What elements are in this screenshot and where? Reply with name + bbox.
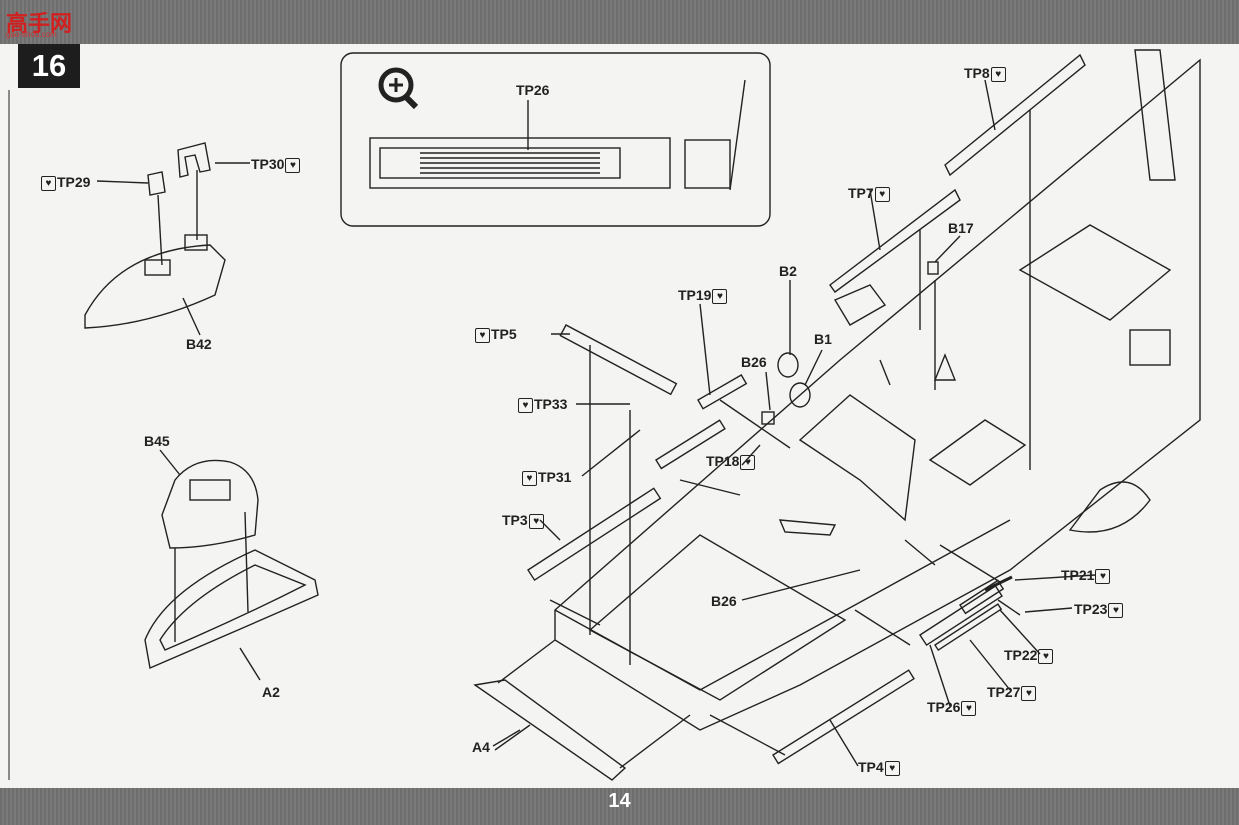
heart-icon: ♥	[41, 175, 56, 191]
railing-tp27	[934, 603, 1003, 652]
label-tp27: TP27♥	[987, 684, 1037, 701]
binding-edge	[8, 90, 10, 780]
label-b26-lower: B26	[711, 593, 737, 609]
label-b2: B2	[779, 263, 797, 279]
railing-tp21	[984, 575, 1013, 592]
superstructure	[798, 394, 916, 522]
boat-part	[833, 284, 887, 326]
label-b26-upper: B26	[741, 354, 767, 370]
railing-tp26	[919, 585, 1003, 647]
strip-tp7	[829, 188, 961, 293]
zoom-in-icon	[378, 67, 414, 103]
label-tp21: TP21♥	[1061, 567, 1111, 584]
heart-icon: ♥	[961, 700, 977, 716]
railing-tp3	[527, 487, 662, 582]
part-tp30	[177, 142, 211, 178]
railing-tp4	[772, 669, 915, 765]
label-b17: B17	[948, 220, 974, 236]
heart-icon: ♥	[285, 157, 301, 173]
heart-icon: ♥	[1021, 685, 1037, 701]
heart-icon: ♥	[874, 186, 890, 202]
zoom-in-handle	[403, 94, 419, 110]
part-tp29	[147, 171, 166, 196]
step-number: 16	[18, 44, 80, 88]
heart-icon: ♥	[518, 397, 533, 413]
heart-icon: ♥	[522, 470, 537, 486]
railing-tp5	[559, 324, 678, 396]
stack-block	[1018, 224, 1172, 321]
boat-b42	[84, 244, 226, 329]
part-b17	[927, 261, 939, 275]
part-b2	[777, 352, 799, 378]
label-tp26: TP26♥	[927, 699, 977, 716]
railing-tp23	[997, 599, 1021, 616]
inset-part	[369, 137, 671, 189]
strip-tp8	[944, 53, 1086, 177]
watermark-logo: 高手网	[6, 11, 73, 36]
heart-icon: ♥	[884, 760, 900, 776]
label-b1: B1	[814, 331, 832, 347]
warning-triangle	[933, 353, 957, 381]
deck-panel	[588, 534, 847, 701]
inset-detail-box	[340, 52, 771, 227]
label-a2: A2	[262, 684, 280, 700]
top-bar	[0, 0, 1239, 44]
label-tp19: TP19♥	[678, 287, 728, 304]
part-b1	[789, 382, 811, 408]
heart-icon: ♥	[740, 454, 756, 470]
heart-icon: ♥	[712, 288, 728, 304]
heart-icon: ♥	[1038, 648, 1054, 664]
label-tp23: TP23♥	[1074, 601, 1124, 618]
label-tp18: TP18♥	[706, 453, 756, 470]
railing-tp19	[697, 374, 748, 410]
heart-icon: ♥	[475, 327, 490, 343]
ramp-a4	[473, 679, 627, 781]
label-tp8: TP8♥	[964, 65, 1007, 82]
small-boat-deck	[928, 419, 1027, 486]
deck-slot	[778, 519, 837, 536]
label-a4: A4	[472, 739, 490, 755]
label-tp22: TP22♥	[1004, 647, 1054, 664]
railing-tp22	[959, 579, 1005, 615]
ship-hull	[554, 58, 1201, 731]
inset-label-tp26: TP26	[516, 82, 550, 98]
heart-icon: ♥	[990, 66, 1006, 82]
heart-icon: ♥	[1108, 602, 1124, 618]
bottom-bar	[0, 788, 1239, 825]
heart-icon: ♥	[1095, 568, 1111, 584]
label-tp31: ♥TP31	[521, 469, 571, 486]
label-tp3: TP3♥	[502, 512, 545, 529]
label-tp30: TP30♥	[251, 156, 301, 173]
mast	[1134, 49, 1176, 181]
part-b45	[161, 459, 259, 549]
label-b45: B45	[144, 433, 170, 449]
watermark-url: gao-shou.com	[6, 30, 57, 39]
label-tp33: ♥TP33	[517, 396, 567, 413]
boat-a2	[144, 549, 319, 669]
label-b42: B42	[186, 336, 212, 352]
heart-icon: ♥	[528, 513, 544, 529]
railing-tp18	[655, 419, 726, 470]
label-tp29: ♥TP29	[40, 174, 90, 191]
label-tp5: ♥TP5	[474, 326, 517, 343]
part-b26	[761, 411, 775, 425]
label-tp7: TP7♥	[848, 185, 891, 202]
page-number: 14	[608, 790, 631, 812]
label-tp4: TP4♥	[858, 759, 901, 776]
